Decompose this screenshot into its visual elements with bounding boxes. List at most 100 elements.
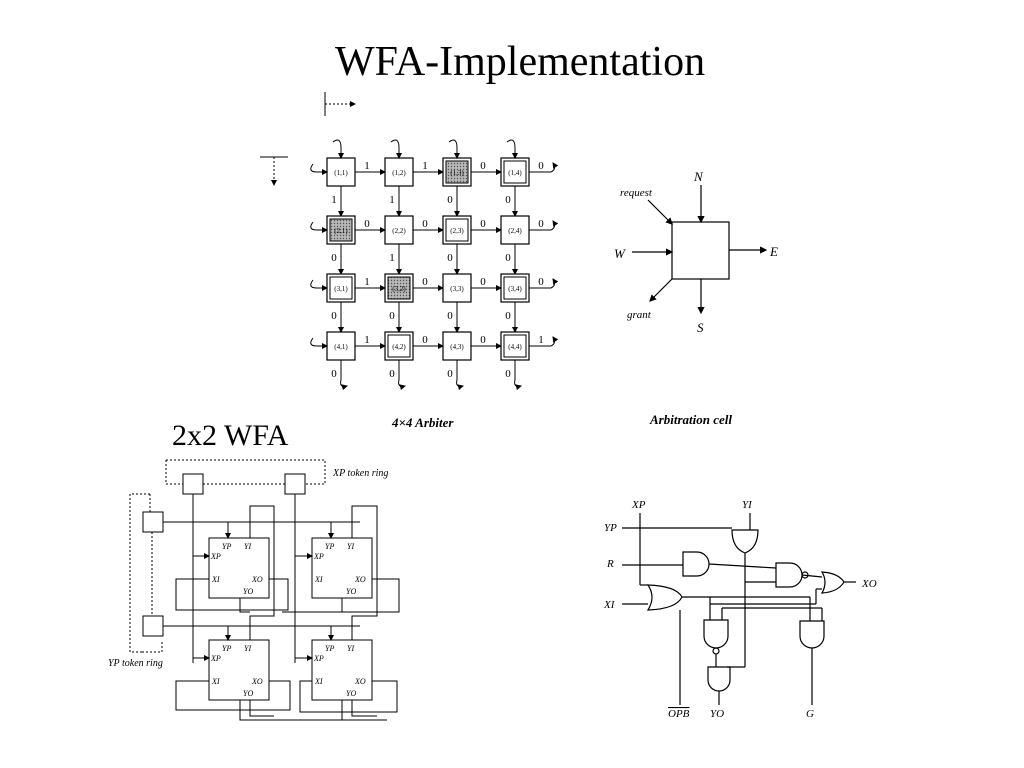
wfa-2x2-diagram xyxy=(129,459,400,721)
arbiter-east-signal: 0 xyxy=(480,218,486,230)
output-xo-label: XO xyxy=(861,578,877,590)
arbiter-east-signal: 1 xyxy=(422,160,428,172)
arbiter-south-signal: 0 xyxy=(331,368,337,380)
arbiter-cell-label: (3,4) xyxy=(508,285,522,293)
arbitration-cell-diagram xyxy=(632,185,768,315)
arbiter-south-signal: 0 xyxy=(505,194,511,206)
arbiter-cell-label: (3,2) xyxy=(392,285,406,293)
xp-token-ring-label: XP token ring xyxy=(332,468,388,479)
arbiter-cell-label: (4,1) xyxy=(334,343,348,351)
and-gate-r xyxy=(682,551,710,577)
arbiter-east-signal: 0 xyxy=(364,218,370,230)
wfa-port-yo-label: YO xyxy=(243,587,253,596)
arbiter-east-signal: 0 xyxy=(422,218,428,230)
wfa-port-yo-label: YO xyxy=(243,689,253,698)
arbiter-4x4: (1,1)11(1,2)11(1,3)00(1,4)00(2,1)00(2,2)… xyxy=(310,139,559,391)
north-label: N xyxy=(693,169,704,184)
wfa-port-yp-label: YP xyxy=(325,644,334,653)
wfa-port-xo-label: XO xyxy=(354,677,366,686)
arbiter-east-signal: 0 xyxy=(538,160,544,172)
arbiter-east-signal: 1 xyxy=(364,160,370,172)
arbiter-east-signal: 0 xyxy=(422,334,428,346)
arbiter-south-signal: 0 xyxy=(331,310,337,322)
input-r-label: R xyxy=(606,558,614,570)
arbiter-south-signal: 1 xyxy=(331,194,337,206)
wfa-2x2-heading: 2x2 WFA xyxy=(172,419,289,452)
wfa-port-yi-label: YI xyxy=(244,542,251,551)
wfa-port-xo-label: XO xyxy=(251,677,263,686)
arbiter-south-signal: 0 xyxy=(505,368,511,380)
arbiter-cell xyxy=(500,215,530,245)
arbiter-cell-label: (2,2) xyxy=(392,227,406,235)
arbiter-south-signal: 1 xyxy=(389,252,395,264)
input-yi-label: YI xyxy=(742,499,753,511)
arbiter-cell-label: (3,3) xyxy=(450,285,464,293)
arbiter-east-signal: 1 xyxy=(364,334,370,346)
output-opb-label: OPB xyxy=(668,708,690,720)
direction-markers xyxy=(260,92,356,186)
request-label: request xyxy=(620,187,653,199)
yp-token-box-2 xyxy=(142,615,164,637)
wfa-port-yi-label: YI xyxy=(347,542,354,551)
arbiter-south-signal: 0 xyxy=(447,252,453,264)
wfa-port-yo-label: YO xyxy=(346,587,356,596)
wfa-cell-1-1 xyxy=(208,537,270,599)
wfa-cell-1-2 xyxy=(311,537,373,599)
arbiter-south-signal: 0 xyxy=(447,194,453,206)
arbiter-east-signal: 0 xyxy=(538,218,544,230)
arbiter-east-signal: 1 xyxy=(538,334,544,346)
grant-label: grant xyxy=(627,309,652,321)
arbiter-cell-label: (1,1) xyxy=(334,169,348,177)
yp-token-ring-label: YP token ring xyxy=(108,658,163,669)
arbiter-south-signal: 0 xyxy=(505,252,511,264)
output-yo-label: YO xyxy=(710,708,724,720)
wfa-port-yp-label: YP xyxy=(222,644,231,653)
arbiter-cell xyxy=(442,331,472,361)
south-label: S xyxy=(697,320,704,335)
nand-gate-1 xyxy=(775,562,803,588)
logic-circuit xyxy=(622,513,856,705)
wfa-port-xp-label: XP xyxy=(313,552,324,561)
arbiter-caption: 4×4 Arbiter xyxy=(391,415,454,430)
wfa-port-xp-label: XP xyxy=(313,654,324,663)
arbiter-cell-label: (4,2) xyxy=(392,343,406,351)
arbiter-south-signal: 0 xyxy=(447,368,453,380)
wfa-port-xp-label: XP xyxy=(210,552,221,561)
input-yp-label: YP xyxy=(604,522,617,534)
wfa-port-xp-label: XP xyxy=(210,654,221,663)
arbitration-cell-box xyxy=(671,221,730,280)
arbiter-east-signal: 0 xyxy=(480,276,486,288)
yp-token-box-1 xyxy=(142,511,164,533)
arbiter-cell xyxy=(384,215,414,245)
arbiter-east-signal: 0 xyxy=(422,276,428,288)
or-gate-xo xyxy=(820,571,845,594)
arbiter-south-signal: 0 xyxy=(505,310,511,322)
arbiter-cell-label: (4,3) xyxy=(450,343,464,351)
east-label: E xyxy=(769,244,778,259)
wfa-port-xi-label: XI xyxy=(314,575,323,584)
arbiter-south-signal: 0 xyxy=(331,252,337,264)
input-xi-label: XI xyxy=(603,599,616,611)
arbiter-east-signal: 0 xyxy=(480,160,486,172)
arbiter-south-signal: 1 xyxy=(389,194,395,206)
arbiter-south-signal: 0 xyxy=(389,368,395,380)
wfa-port-yp-label: YP xyxy=(325,542,334,551)
west-label: W xyxy=(614,246,626,261)
xp-token-box-1 xyxy=(182,473,204,495)
arbiter-cell-label: (2,3) xyxy=(450,227,464,235)
wfa-port-xi-label: XI xyxy=(211,677,220,686)
and-gate-g xyxy=(799,620,825,649)
wfa-cell-2-2 xyxy=(311,639,373,701)
arbiter-cell-label: (3,1) xyxy=(334,285,348,293)
arbiter-south-signal: 0 xyxy=(447,310,453,322)
wfa-cell-2-1 xyxy=(208,639,270,701)
wfa-port-xi-label: XI xyxy=(211,575,220,584)
arbiter-cell-label: (1,4) xyxy=(508,169,522,177)
and-gate-yo xyxy=(707,666,731,692)
wfa-port-xo-label: XO xyxy=(251,575,263,584)
arbiter-cell-label: (4,4) xyxy=(508,343,522,351)
slide-title: WFA-Implementation xyxy=(334,39,706,85)
arbitration-cell-caption: Arbitration cell xyxy=(649,412,732,427)
arbiter-south-signal: 0 xyxy=(389,310,395,322)
